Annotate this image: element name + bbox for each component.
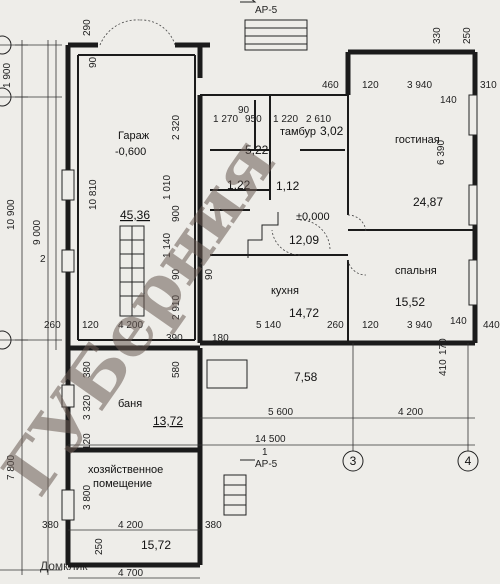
dim-250-v: 250: [94, 538, 105, 555]
room-name-kitchen: кухня: [271, 285, 299, 297]
dim-6390: 6 390: [436, 140, 447, 165]
dim-2910: 2 910: [171, 295, 182, 320]
interior-walls: [77, 54, 475, 343]
dim-14500: 14 500: [255, 434, 286, 445]
room-area-bath: 13,72: [153, 414, 183, 428]
dim-2610: 2 610: [306, 114, 331, 125]
dim-left-1900: 1 900: [2, 63, 13, 88]
entrance-steps: [206, 19, 308, 516]
dim-380-a: 380: [82, 361, 93, 378]
dim-900: 900: [171, 205, 182, 222]
dim-3320: 3 320: [82, 395, 93, 420]
dim-1270: 1 270: [213, 114, 238, 125]
dim-170: 170: [438, 338, 449, 355]
room-name-vestibule: тамбур: [280, 126, 316, 138]
dim-left-9000: 9 000: [32, 220, 43, 245]
dim-1220: 1 220: [273, 114, 298, 125]
room-area-vestibule: 3,02: [320, 124, 344, 138]
dim-90-a: 90: [238, 105, 250, 116]
dim-260-b: 260: [327, 320, 344, 331]
dim-950: 950: [245, 114, 262, 125]
room-area-terrace: 7,58: [294, 370, 318, 384]
bottom-dimension-chain: [68, 343, 475, 579]
dim-3800: 3 800: [82, 485, 93, 510]
garage-stairs: [119, 225, 145, 317]
dim-120-v: 120: [82, 433, 93, 450]
dim-250: 250: [462, 27, 473, 44]
dim-3940-mid: 3 940: [407, 320, 432, 331]
dim-380-b1: 380: [42, 520, 59, 531]
axis-bubble-left-3: [0, 330, 12, 350]
dim-left-2: 2: [40, 254, 46, 265]
dim-4200-b: 4 200: [398, 407, 423, 418]
room-name-utility-2: помещение: [93, 478, 152, 490]
axis-label-4: 4: [465, 454, 472, 468]
dim-1010: 1 010: [162, 175, 173, 200]
dim-4200-mid: 4 200: [118, 320, 143, 331]
dim-260-a: 260: [44, 320, 61, 331]
dim-330: 330: [432, 27, 443, 44]
dim-380-b2: 380: [205, 520, 222, 531]
left-dimension-chain: [0, 40, 62, 575]
dim-90-c: 90: [171, 268, 182, 280]
room-area-living: 24,87: [413, 195, 443, 209]
section-number: 1: [262, 447, 268, 458]
section-marker-top: АР-5: [255, 5, 278, 16]
dim-390: 390: [166, 333, 183, 344]
dim-580: 580: [171, 361, 182, 378]
windows: [61, 94, 478, 521]
dim-90-b: 90: [88, 56, 99, 68]
dim-440: 440: [483, 320, 500, 331]
dim-10810: 10 810: [88, 179, 99, 210]
dim-410: 410: [438, 359, 449, 376]
dim-140-mid: 140: [450, 316, 467, 327]
dim-180: 180: [212, 333, 229, 344]
axis-bubble-left-2: [0, 87, 12, 107]
room-area-small2: 1,22: [227, 178, 251, 192]
dim-5600: 5 600: [268, 407, 293, 418]
dim-120-top: 120: [362, 80, 379, 91]
door-swings: [99, 19, 367, 276]
room-name-bedroom: спальня: [395, 265, 437, 277]
dim-4200-c: 4 200: [118, 520, 143, 531]
room-area-small1: 5,22: [245, 143, 269, 157]
room-area-garage: 45,36: [120, 208, 150, 222]
dim-4700: 4 700: [118, 568, 143, 579]
watermark-brand: Домклик: [40, 559, 88, 573]
dim-120-b: 120: [362, 320, 379, 331]
axis-bubble-left-top: [0, 35, 12, 55]
hall-level: ±0,000: [296, 211, 330, 223]
room-level-garage: -0,600: [115, 146, 146, 158]
dim-left-7800: 7 800: [6, 455, 17, 480]
dim-1140: 1 140: [162, 233, 173, 258]
dim-90-d: 90: [204, 268, 215, 280]
room-name-living: гостиная: [395, 134, 440, 146]
dim-120-mid: 120: [82, 320, 99, 331]
hall-stairs: [247, 212, 279, 258]
dim-left-10900: 10 900: [6, 199, 17, 230]
axis-bubble-3: [342, 450, 364, 472]
dim-3940-top: 3 940: [407, 80, 432, 91]
dim-140-top: 140: [440, 95, 457, 106]
section-marker-bottom: АР-5: [255, 459, 278, 470]
room-area-hall: 12,09: [289, 233, 319, 247]
dim-290: 290: [82, 19, 93, 36]
room-area-utility: 15,72: [141, 538, 171, 552]
axis-bubble-4: [457, 450, 479, 472]
room-area-kitchen: 14,72: [289, 306, 319, 320]
room-name-utility: хозяйственное: [88, 464, 163, 476]
room-area-small3: 1,12: [276, 179, 300, 193]
axis-label-3: 3: [350, 454, 357, 468]
room-name-garage: Гараж: [118, 130, 150, 142]
dim-460: 460: [322, 80, 339, 91]
dim-310: 310: [480, 80, 497, 91]
room-name-bath: баня: [118, 398, 142, 410]
dim-5140: 5 140: [256, 320, 281, 331]
dim-2320: 2 320: [171, 115, 182, 140]
room-area-bedroom: 15,52: [395, 295, 425, 309]
